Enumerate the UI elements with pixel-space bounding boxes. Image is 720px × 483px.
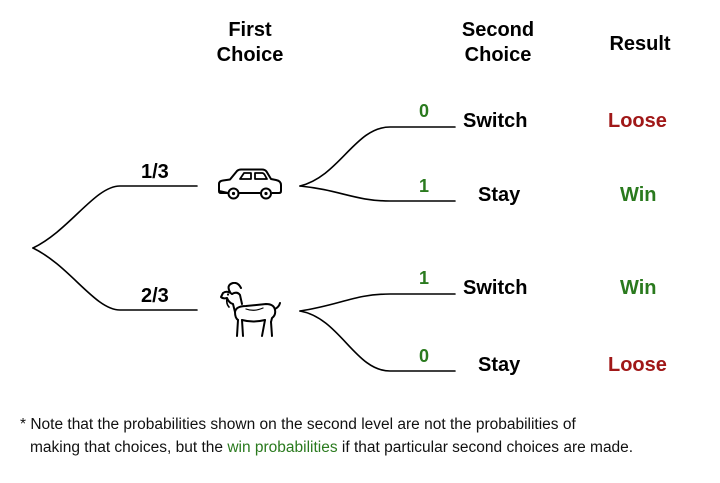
second-choice-goat-stay: Stay <box>478 354 521 376</box>
header-result: Result <box>609 33 671 55</box>
probability-tree: First Choice Second Choice Result 1/3 2/… <box>32 19 671 376</box>
car-icon <box>216 167 284 203</box>
footnote: * Note that the probabilities shown on t… <box>20 413 710 459</box>
footnote-line-2: making that choices, but the win probabi… <box>20 436 710 459</box>
second-level-probability-goat-stay: 0 <box>418 346 429 366</box>
first-level-probability-goat: 2/3 <box>141 285 169 307</box>
result-goat-stay: Loose <box>608 354 667 376</box>
branch-root-to-goat <box>32 247 198 311</box>
second-level-probability-car-stay: 1 <box>418 176 429 196</box>
second-choice-car-switch: Switch <box>463 110 528 132</box>
footnote-highlight: win probabilities <box>227 439 338 456</box>
result-goat-switch: Win <box>620 277 657 299</box>
header-first-choice: First Choice <box>216 19 284 66</box>
result-car-switch: Loose <box>608 110 667 132</box>
footnote-line-2-start: making that choices, but the <box>30 439 228 456</box>
tree-branches <box>32 126 456 372</box>
footnote-line-1: * Note that the probabilities shown on t… <box>20 416 576 433</box>
result-car-stay: Win <box>620 184 657 206</box>
first-level-probability-car: 1/3 <box>141 161 169 183</box>
goat-icon <box>216 281 282 338</box>
second-choice-goat-switch: Switch <box>463 277 528 299</box>
second-level-probability-car-switch: 0 <box>418 101 429 121</box>
header-second-choice: Second Choice <box>461 19 535 66</box>
branch-goat-to-stay <box>299 310 456 372</box>
second-choice-car-stay: Stay <box>478 184 521 206</box>
branch-car-to-switch <box>299 126 456 187</box>
branch-car-to-stay <box>299 185 456 202</box>
branch-goat-to-switch <box>299 293 456 312</box>
second-level-probability-goat-switch: 1 <box>418 268 429 288</box>
footnote-line-2-end: if that particular second choices are ma… <box>337 439 634 456</box>
branch-root-to-car <box>32 185 198 249</box>
